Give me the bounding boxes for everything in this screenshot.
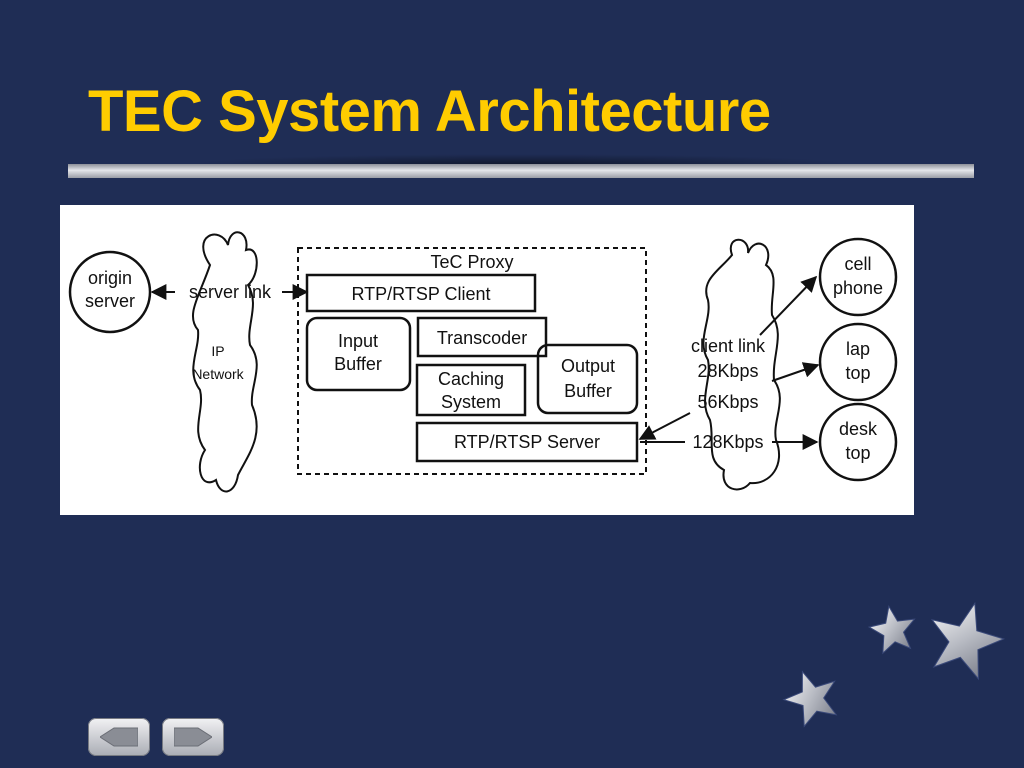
ip-network-label-1: IP <box>211 343 224 359</box>
origin-server-node <box>68 250 152 334</box>
input-buffer-box <box>305 316 412 392</box>
lap-top-node <box>818 322 898 402</box>
to-cell-phone-arrow <box>759 275 818 336</box>
rate-56-label: 56Kbps <box>697 392 758 412</box>
prev-slide-button[interactable] <box>88 718 150 756</box>
diagram-svg: origin server IP Network server link TeC… <box>68 231 898 493</box>
next-slide-button[interactable] <box>162 718 224 756</box>
prev-arrow-icon <box>100 727 138 747</box>
output-buffer-label-2: Buffer <box>564 381 612 401</box>
slide-title: TEC System Architecture <box>88 79 771 144</box>
rate-128-label: 128Kbps <box>692 432 763 452</box>
transcoder-box <box>416 316 548 358</box>
tec-proxy-box <box>297 247 647 475</box>
lap-top-label-1: lap <box>846 339 870 359</box>
client-network-cloud <box>702 238 781 491</box>
tec-proxy-label: TeC Proxy <box>430 252 513 272</box>
to-lap-top-arrow <box>771 362 820 382</box>
input-buffer-label-2: Buffer <box>334 354 382 374</box>
rtp-client-box <box>305 273 537 313</box>
desk-top-label-2: top <box>845 443 870 463</box>
rtp-server-box <box>415 421 639 463</box>
desk-top-label-1: desk <box>839 419 878 439</box>
title-divider <box>68 154 974 178</box>
origin-server-label-2: server <box>85 291 135 311</box>
next-arrow-icon <box>174 727 212 747</box>
client-link-label: client link <box>691 336 766 356</box>
output-buffer-box <box>536 343 639 415</box>
desk-top-node <box>818 402 898 482</box>
server-link-label: server link <box>189 282 272 302</box>
origin-server-label-1: origin <box>88 268 132 288</box>
cell-phone-label-1: cell <box>844 254 871 274</box>
caching-system-label-2: System <box>441 392 501 412</box>
star-icon <box>930 601 1006 681</box>
star-icon <box>867 604 916 655</box>
caching-system-label-1: Caching <box>438 369 504 389</box>
rtp-server-label: RTP/RTSP Server <box>454 432 600 452</box>
architecture-diagram: origin server IP Network server link TeC… <box>60 205 914 515</box>
ip-network-label-2: Network <box>192 366 244 382</box>
client-to-server-arrow <box>638 412 691 440</box>
input-buffer-label-1: Input <box>338 331 378 351</box>
cell-phone-label-2: phone <box>833 278 883 298</box>
transcoder-label: Transcoder <box>437 328 527 348</box>
rate-28-label: 28Kbps <box>697 361 758 381</box>
ip-network-cloud <box>192 231 258 493</box>
lap-top-label-2: top <box>845 363 870 383</box>
cell-phone-node <box>818 237 898 317</box>
star-icon <box>782 670 838 728</box>
caching-system-box <box>415 363 527 417</box>
output-buffer-label-1: Output <box>561 356 615 376</box>
rtp-client-label: RTP/RTSP Client <box>351 284 490 304</box>
